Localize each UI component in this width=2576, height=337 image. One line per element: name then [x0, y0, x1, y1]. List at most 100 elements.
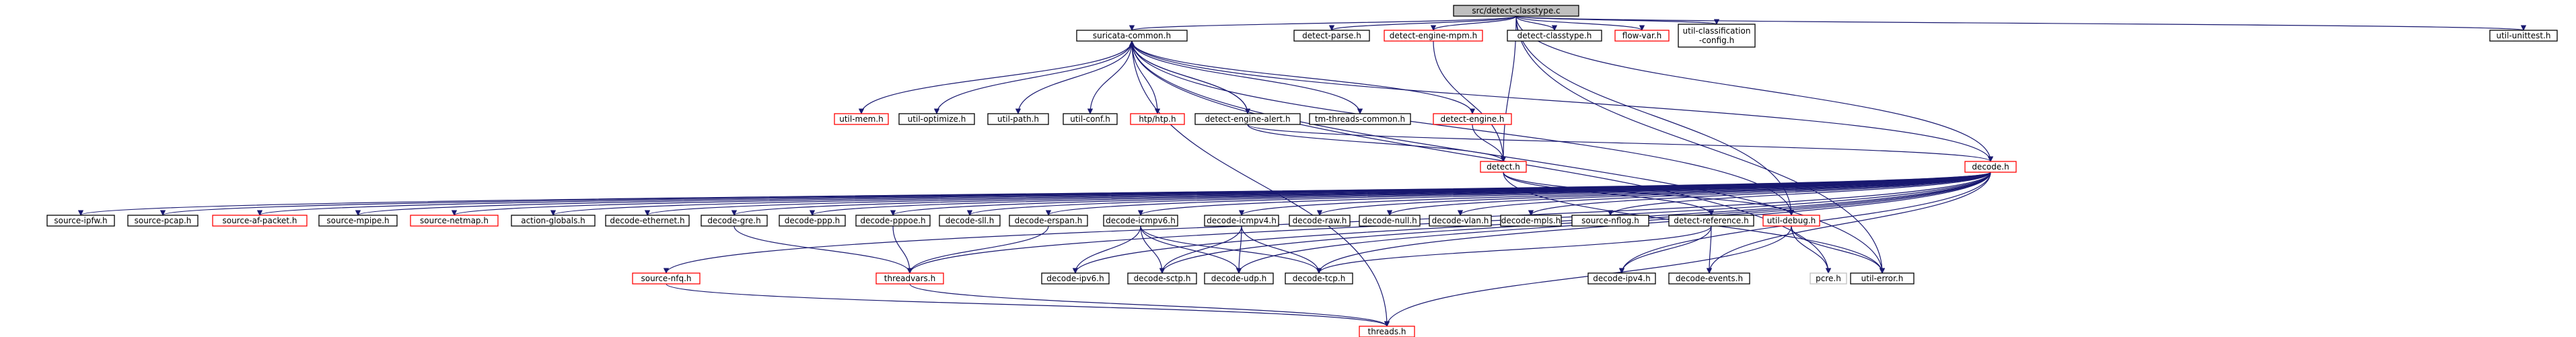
node-detect[interactable]: detect.h: [1480, 161, 1527, 173]
node-classtype[interactable]: detect-classtype.h: [1507, 30, 1602, 42]
edge-common-to-tmthreads: [1131, 40, 1363, 114]
node-label: util-mem.h: [839, 114, 884, 124]
node-box: [855, 215, 931, 227]
node-common[interactable]: suricata-common.h: [1076, 30, 1188, 42]
edge-icmpv4-to-udp: [1236, 225, 1242, 274]
node-box: [1480, 161, 1527, 173]
node-label: detect-classtype.h: [1517, 31, 1592, 40]
node-sll[interactable]: decode-sll.h: [939, 215, 1001, 227]
node-pcre[interactable]: pcre.h: [1810, 272, 1847, 285]
node-label: detect-parse.h: [1302, 31, 1361, 40]
node-box: [1810, 272, 1847, 285]
node-threads[interactable]: threads.h: [1359, 326, 1415, 337]
node-ipv6[interactable]: decode-ipv6.h: [1041, 272, 1110, 285]
node-raw[interactable]: decode-raw.h: [1289, 215, 1351, 227]
node-label: detect.h: [1487, 162, 1520, 172]
node-null[interactable]: decode-null.h: [1359, 215, 1421, 227]
node-htp[interactable]: htp/htp.h: [1130, 113, 1185, 125]
node-netmap[interactable]: source-netmap.h: [410, 215, 499, 227]
node-engine[interactable]: detect-engine.h: [1433, 113, 1512, 125]
node-actglob[interactable]: action-globals.h: [511, 215, 596, 227]
node-nflog[interactable]: source-nflog.h: [1571, 215, 1649, 227]
node-sctp[interactable]: decode-sctp.h: [1127, 272, 1197, 285]
node-label: decode-events.h: [1676, 274, 1743, 283]
node-box: [1041, 272, 1110, 285]
edge-decode-to-nflog: [1607, 172, 1991, 216]
node-label: decode-raw.h: [1293, 216, 1347, 225]
node-label: detect-reference.h: [1674, 216, 1748, 225]
node-box: [1204, 272, 1274, 285]
edge-debug-to-pcre: [1791, 225, 1832, 274]
node-classcfg[interactable]: util-classification-config.h: [1678, 24, 1756, 48]
node-label: htp/htp.h: [1139, 114, 1176, 124]
node-icmpv6[interactable]: decode-icmpv6.h: [1103, 215, 1178, 227]
edge-common-to-optimize: [933, 40, 1133, 114]
node-box: [410, 215, 499, 227]
node-tmthreads[interactable]: tm-threads-common.h: [1309, 113, 1411, 125]
node-icmpv4[interactable]: decode-icmpv4.h: [1204, 215, 1279, 227]
node-box: [212, 215, 308, 227]
node-box: [1964, 161, 2017, 173]
node-box: [1076, 30, 1188, 42]
node-box: [1429, 215, 1492, 227]
node-erspan[interactable]: decode-erspan.h: [1009, 215, 1088, 227]
node-afpacket[interactable]: source-af-packet.h: [212, 215, 308, 227]
edge-gre-to-threadvars: [734, 225, 913, 274]
node-pppoe[interactable]: decode-pppoe.h: [855, 215, 931, 227]
node-label: util-error.h: [1861, 274, 1904, 283]
node-nfq[interactable]: source-nfq.h: [632, 272, 701, 285]
node-udp[interactable]: decode-udp.h: [1204, 272, 1274, 285]
node-reference[interactable]: detect-reference.h: [1668, 215, 1754, 227]
node-box: [1309, 113, 1411, 125]
node-label: action-globals.h: [521, 216, 585, 225]
node-box: [1359, 326, 1415, 337]
node-root[interactable]: src/detect-classtype.c: [1453, 5, 1579, 17]
node-mpm[interactable]: detect-engine-mpm.h: [1384, 30, 1483, 42]
node-label: suricata-common.h: [1093, 31, 1171, 40]
node-label: threadvars.h: [884, 274, 935, 283]
node-label: decode-pppoe.h: [860, 216, 925, 225]
edge-alert-to-decode: [1247, 124, 1993, 162]
node-alert[interactable]: detect-engine-alert.h: [1194, 113, 1301, 125]
node-ppp[interactable]: decode-ppp.h: [779, 215, 846, 227]
node-decode[interactable]: decode.h: [1964, 161, 2017, 173]
node-events[interactable]: decode-events.h: [1668, 272, 1750, 285]
node-box: [1063, 113, 1118, 125]
node-optimize[interactable]: util-optimize.h: [898, 113, 975, 125]
edge-decode-to-events: [1706, 172, 1991, 274]
node-box: [1507, 30, 1602, 42]
node-pcap[interactable]: source-pcap.h: [127, 215, 199, 227]
node-box: [46, 215, 115, 227]
node-box: [1762, 215, 1820, 227]
edge-decode-to-erspan: [1046, 172, 1991, 216]
node-tcp[interactable]: decode-tcp.h: [1285, 272, 1353, 285]
edge-debug-to-error: [1791, 225, 1886, 274]
node-ipv4[interactable]: decode-ipv4.h: [1587, 272, 1656, 285]
node-label: decode.h: [1972, 162, 2009, 172]
node-ipfw[interactable]: source-ipfw.h: [46, 215, 115, 227]
node-flowvar[interactable]: flow-var.h: [1614, 30, 1670, 42]
node-vlan[interactable]: decode-vlan.h: [1429, 215, 1492, 227]
node-box: [1668, 272, 1750, 285]
node-label: source-pcap.h: [135, 216, 192, 225]
edge-root-to-common: [1129, 15, 1517, 31]
node-label: decode-vlan.h: [1432, 216, 1489, 225]
node-label: decode-gre.h: [707, 216, 760, 225]
node-box: [2489, 30, 2558, 42]
node-error[interactable]: util-error.h: [1850, 272, 1915, 285]
node-threadvars[interactable]: threadvars.h: [875, 272, 944, 285]
node-path[interactable]: util-path.h: [987, 113, 1049, 125]
node-label: source-mpipe.h: [326, 216, 389, 225]
node-mpipe[interactable]: source-mpipe.h: [318, 215, 398, 227]
node-eth[interactable]: decode-ethernet.h: [605, 215, 690, 227]
node-label: util-optimize.h: [908, 114, 966, 124]
node-gre[interactable]: decode-gre.h: [701, 215, 768, 227]
node-conf[interactable]: util-conf.h: [1063, 113, 1118, 125]
node-unittest[interactable]: util-unittest.h: [2489, 30, 2558, 42]
node-parse[interactable]: detect-parse.h: [1293, 30, 1370, 42]
node-box: [779, 215, 846, 227]
node-debug[interactable]: util-debug.h: [1762, 215, 1820, 227]
node-mpls[interactable]: decode-mpls.h: [1500, 215, 1562, 227]
node-box: [834, 113, 889, 125]
node-mem[interactable]: util-mem.h: [834, 113, 889, 125]
